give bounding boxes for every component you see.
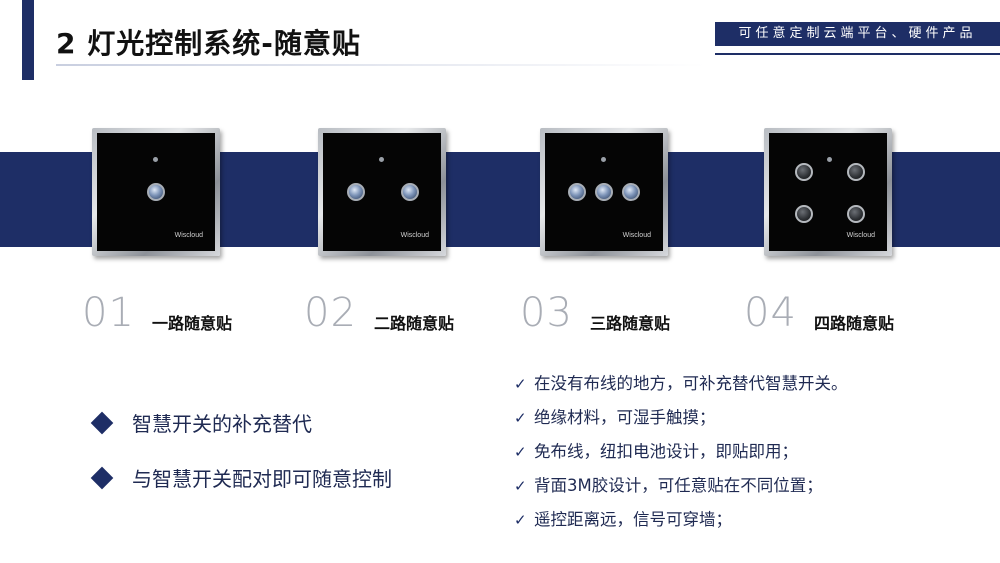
feature-item-2: 与智慧开关配对即可随意控制 [90,463,392,492]
checklist-item: ✓ 在没有布线的地方，可补充替代智慧开关。 [514,372,848,406]
touch-button-icon [347,183,365,201]
touch-button-icon [847,205,865,223]
panel-face: Wiscloud [545,133,663,251]
product-number-3: 03 [520,290,573,336]
switch-panel-1: Wiscloud [92,128,220,256]
checklist-text: 在没有布线的地方，可补充替代智慧开关。 [534,374,848,393]
feature-text: 智慧开关的补充替代 [132,412,312,436]
checklist-item: ✓ 免布线，纽扣电池设计，即贴即用； [514,440,848,474]
touch-button-icon [847,163,865,181]
product-label-4: 四路随意贴 [814,314,895,333]
panel-face: Wiscloud [97,133,215,251]
product-label-3: 三路随意贴 [590,314,671,333]
touch-button-icon [595,183,613,201]
touch-button-icon [622,183,640,201]
checklist-item: ✓ 遥控距离远，信号可穿墙； [514,508,848,542]
checklist-text: 背面3M胶设计，可任意贴在不同位置； [534,476,823,495]
check-icon: ✓ [514,511,527,529]
check-icon: ✓ [514,375,527,393]
feature-text: 与智慧开关配对即可随意控制 [132,467,392,491]
brand-label: Wiscloud [622,232,651,239]
product-label-1: 一路随意贴 [152,314,233,333]
title-underline [56,64,706,66]
product-number-4: 04 [744,290,797,336]
diamond-bullet-icon [90,411,114,434]
checklist-text: 免布线，纽扣电池设计，即贴即用； [534,442,798,461]
tagline-underline [715,53,1000,55]
brand-label: Wiscloud [846,232,875,239]
panel-face: Wiscloud [323,133,441,251]
switch-panel-4: Wiscloud [764,128,892,256]
switch-panel-3: Wiscloud [540,128,668,256]
touch-button-icon [401,183,419,201]
touch-button-icon [795,163,813,181]
checklist-item: ✓ 背面3M胶设计，可任意贴在不同位置； [514,474,848,508]
page-title: 2 灯光控制系统-随意贴 [56,27,361,60]
product-number-2: 02 [304,290,357,336]
checklist-item: ✓ 绝缘材料，可湿手触摸； [514,406,848,440]
check-icon: ✓ [514,409,527,427]
header-accent-bar [22,0,34,80]
checklist-text: 绝缘材料，可湿手触摸； [534,408,716,427]
indicator-led [379,157,384,162]
indicator-led [827,157,832,162]
touch-button-icon [568,183,586,201]
feature-item-1: 智慧开关的补充替代 [90,408,312,437]
brand-label: Wiscloud [400,232,429,239]
brand-label: Wiscloud [174,232,203,239]
product-label-2: 二路随意贴 [374,314,455,333]
indicator-led [153,157,158,162]
check-icon: ✓ [514,477,527,495]
diamond-bullet-icon [90,466,114,489]
touch-button-icon [795,205,813,223]
feature-checklist: ✓ 在没有布线的地方，可补充替代智慧开关。 ✓ 绝缘材料，可湿手触摸； ✓ 免布… [514,372,848,542]
checklist-text: 遥控距离远，信号可穿墙； [534,510,732,529]
switch-panel-2: Wiscloud [318,128,446,256]
tagline-badge: 可任意定制云端平台、硬件产品 [715,22,1000,46]
product-number-1: 01 [82,290,135,336]
indicator-led [601,157,606,162]
check-icon: ✓ [514,443,527,461]
touch-button-icon [147,183,165,201]
panel-face: Wiscloud [769,133,887,251]
